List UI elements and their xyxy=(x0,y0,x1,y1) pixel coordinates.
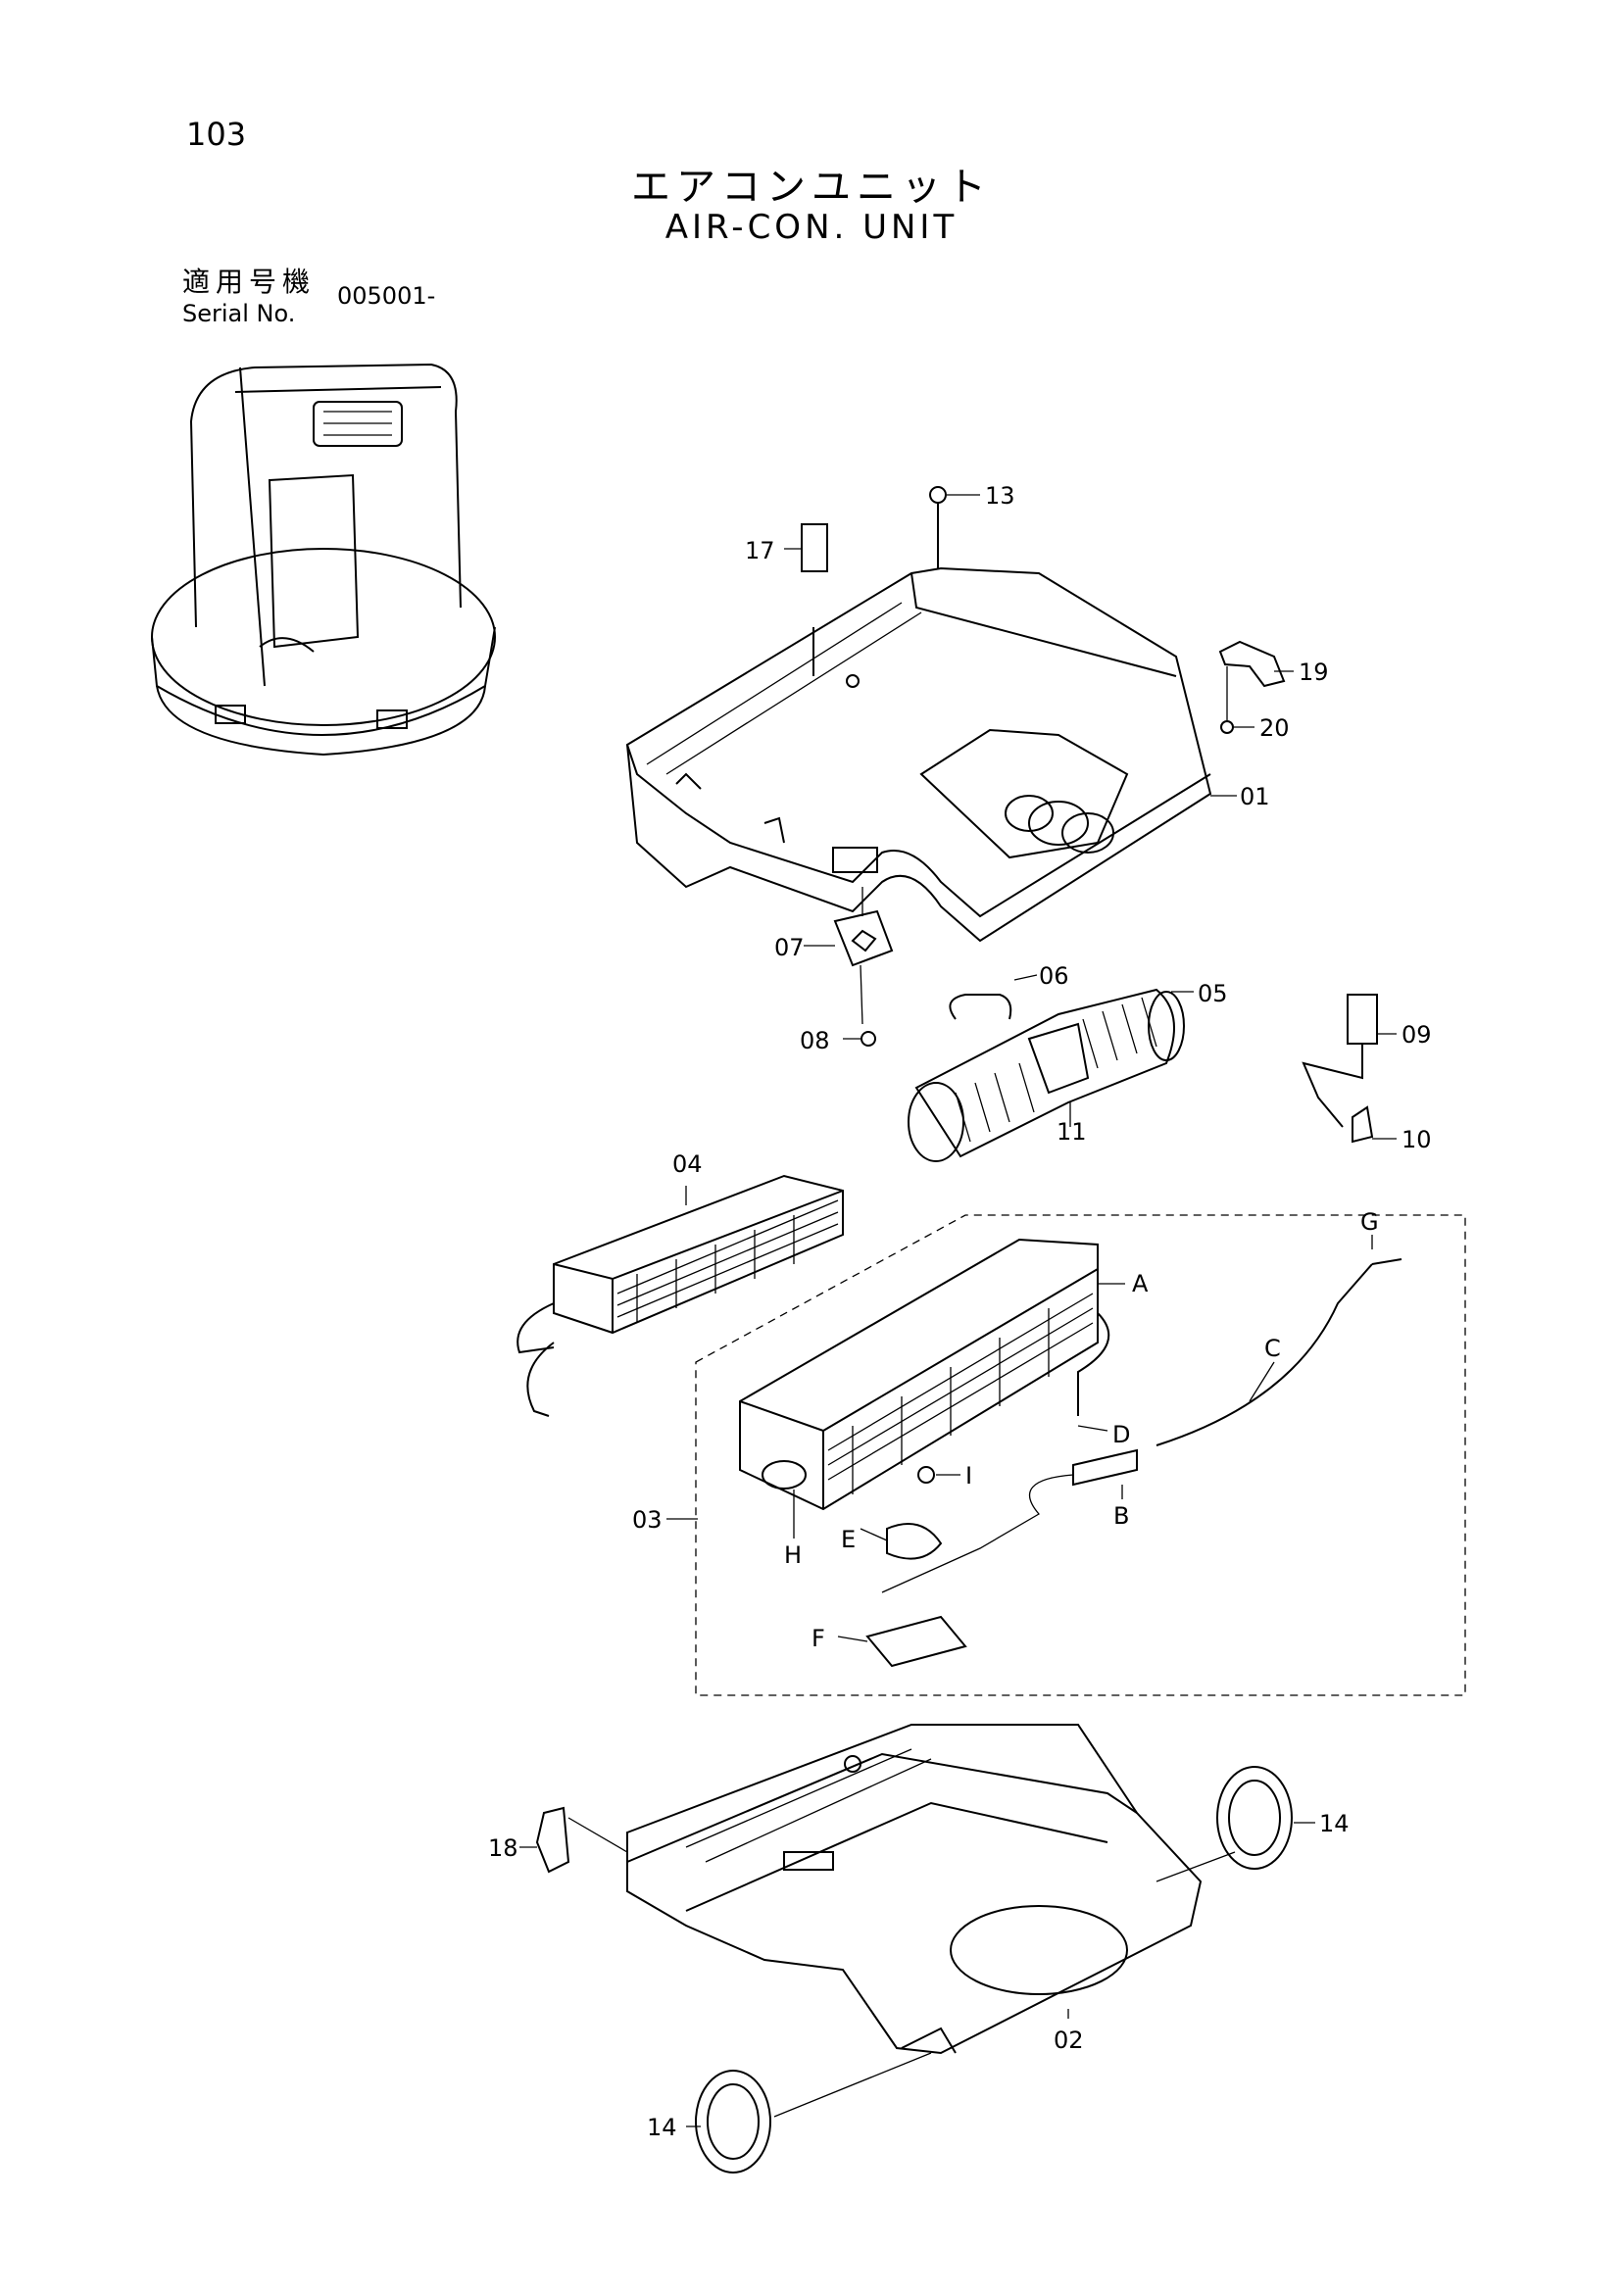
callout-10: 10 xyxy=(1402,1126,1432,1153)
callout-B: B xyxy=(1113,1502,1129,1530)
callout-20: 20 xyxy=(1259,714,1290,742)
callout-03: 03 xyxy=(632,1506,663,1534)
callout-14-left: 14 xyxy=(647,2114,677,2141)
callout-17: 17 xyxy=(745,537,775,564)
callout-G: G xyxy=(1360,1208,1379,1236)
blower-fan-part-05 xyxy=(908,988,1185,1162)
capillary-tube xyxy=(881,1474,1074,1593)
screw-part-08 xyxy=(861,1031,876,1047)
evaporator-core-part-A xyxy=(739,1238,1099,1511)
callout-E: E xyxy=(841,1526,856,1553)
callout-07: 07 xyxy=(774,934,805,961)
callout-A: A xyxy=(1132,1270,1149,1297)
screw-13-head xyxy=(929,486,947,504)
callout-14-right: 14 xyxy=(1319,1810,1350,1837)
part-callout-labels: 13 17 19 20 01 07 08 06 05 09 10 11 04 A… xyxy=(488,482,1432,2141)
callout-F: F xyxy=(812,1625,825,1652)
callout-06: 06 xyxy=(1039,962,1069,990)
page-title-jp: エアコンユニット xyxy=(631,165,992,210)
bracket-part-19 xyxy=(1218,640,1286,688)
page-number: 103 xyxy=(186,116,247,153)
callout-H: H xyxy=(784,1541,802,1569)
clip-part-10 xyxy=(1352,1105,1374,1144)
resistor-part-07 xyxy=(833,909,894,967)
hose-part-06 xyxy=(949,994,1012,1020)
clamp-part-E xyxy=(886,1523,943,1560)
callout-08: 08 xyxy=(800,1027,830,1054)
page-title-en: AIR-CON. UNIT xyxy=(664,208,959,247)
callout-19: 19 xyxy=(1299,659,1329,686)
callout-13: 13 xyxy=(985,482,1015,510)
pad-part-17 xyxy=(801,523,828,572)
ring-seal-part-14-left xyxy=(695,2070,771,2174)
heater-core-part-04 xyxy=(516,1174,844,1417)
callout-D: D xyxy=(1112,1421,1130,1448)
leader-lines xyxy=(519,494,1397,2127)
screw-part-20 xyxy=(1220,720,1234,734)
excavator-locator-illustration xyxy=(151,363,496,757)
pad-part-F xyxy=(865,1615,967,1668)
valve-part-B xyxy=(1072,1448,1138,1487)
ring-seal-part-14-right xyxy=(1216,1766,1293,1870)
callout-C: C xyxy=(1264,1335,1281,1362)
screw-part-I xyxy=(917,1466,935,1484)
callout-05: 05 xyxy=(1198,980,1228,1007)
evaporator-assembly-part-03 xyxy=(695,1214,1466,1696)
upper-case-part-01 xyxy=(625,566,1212,943)
fitting-part-G xyxy=(1371,1258,1402,1265)
sensor-part-09 xyxy=(1347,994,1378,1045)
callout-02: 02 xyxy=(1054,2027,1084,2054)
serial-number-value: 005001- xyxy=(337,282,436,310)
callout-I: I xyxy=(965,1462,972,1490)
cap-part-18 xyxy=(535,1806,570,1874)
serial-label-en: Serial No. xyxy=(182,300,296,327)
hose-part-C xyxy=(1156,1263,1373,1446)
callout-09: 09 xyxy=(1402,1021,1432,1049)
callout-18: 18 xyxy=(488,1834,518,1862)
lower-case-part-02 xyxy=(626,1724,1203,2055)
callout-01: 01 xyxy=(1240,783,1270,810)
pipe-part-D xyxy=(1077,1312,1110,1416)
callout-04: 04 xyxy=(672,1150,703,1178)
callout-11: 11 xyxy=(1057,1118,1087,1146)
serial-label-jp: 適用号機 xyxy=(182,266,317,298)
